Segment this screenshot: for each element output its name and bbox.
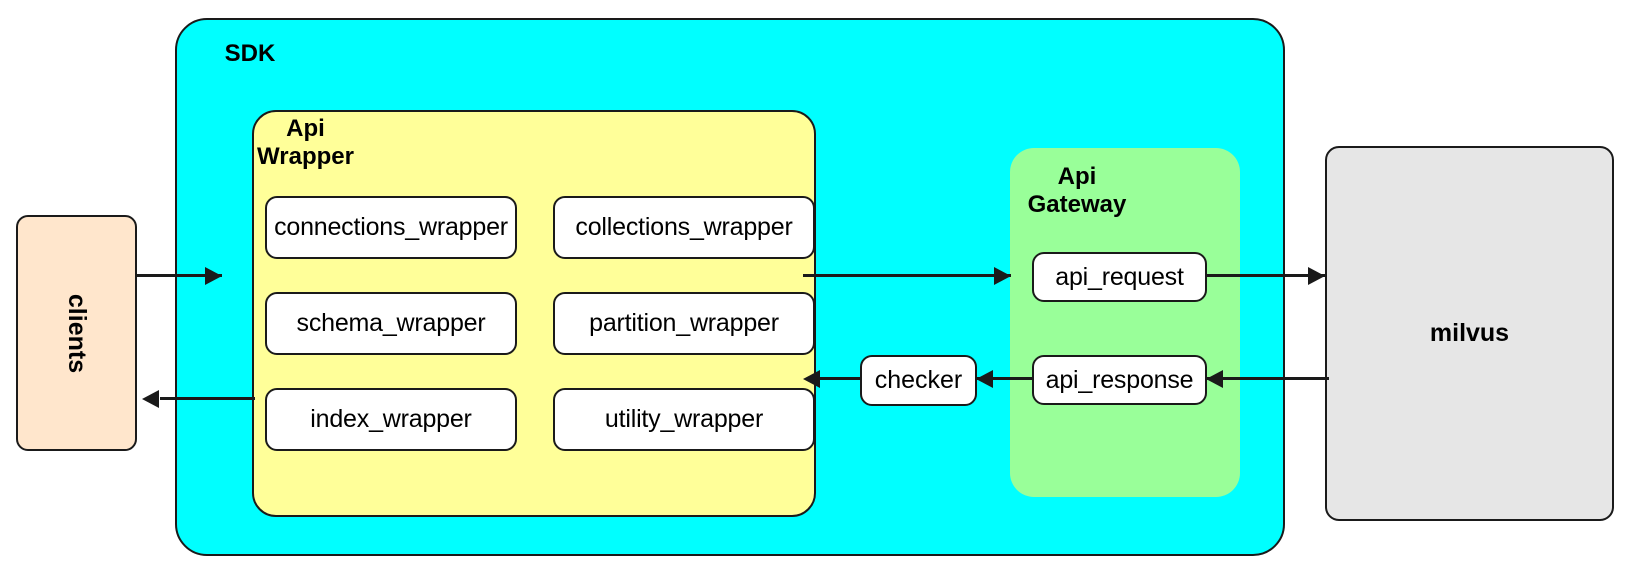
api-gateway-group	[1010, 148, 1240, 497]
module-label: index_wrapper	[310, 405, 472, 433]
module-schema-wrapper[interactable]: schema_wrapper	[265, 292, 517, 355]
arrow-checker-to-wrapper-line	[820, 377, 860, 380]
arrow-milvus-to-api-response-line	[1207, 377, 1329, 380]
module-label: connections_wrapper	[274, 213, 508, 241]
arrow-sdk-to-clients-line	[160, 397, 255, 400]
milvus-label: milvus	[1429, 319, 1510, 347]
arrow-gateway-to-milvus-head	[1308, 267, 1325, 285]
arrow-milvus-to-api-response-head	[1206, 370, 1223, 388]
module-label: api_response	[1045, 365, 1194, 394]
module-checker[interactable]: checker	[860, 355, 977, 406]
module-api-response[interactable]: api_response	[1032, 355, 1207, 405]
module-utility-wrapper[interactable]: utility_wrapper	[553, 388, 815, 451]
module-label: partition_wrapper	[589, 309, 779, 337]
module-partition-wrapper[interactable]: partition_wrapper	[553, 292, 815, 355]
api-gateway-title-label: Api Gateway	[1027, 163, 1127, 218]
module-label: checker	[874, 366, 963, 394]
module-label: utility_wrapper	[604, 405, 764, 433]
module-index-wrapper[interactable]: index_wrapper	[265, 388, 517, 451]
module-connections-wrapper[interactable]: connections_wrapper	[265, 196, 517, 259]
arrow-api-response-to-checker-line	[977, 377, 1032, 380]
arrow-clients-to-sdk-head	[205, 267, 222, 285]
arrow-checker-to-wrapper-head	[803, 370, 820, 388]
arrow-sdk-to-clients-head	[142, 390, 159, 408]
api-wrapper-title-label: Api Wrapper	[257, 115, 354, 170]
sdk-title-label: SDK	[224, 40, 276, 67]
milvus-node[interactable]: milvus	[1325, 146, 1614, 521]
module-collections-wrapper[interactable]: collections_wrapper	[553, 196, 815, 259]
clients-node[interactable]: clients	[16, 215, 137, 451]
clients-label: clients	[62, 293, 91, 373]
module-label: schema_wrapper	[296, 309, 486, 337]
arrow-clients-to-sdk-line	[137, 274, 222, 277]
module-label: api_request	[1055, 262, 1184, 291]
arrow-gateway-to-milvus-line	[1205, 274, 1327, 277]
arrow-wrapper-to-gateway-head	[994, 267, 1011, 285]
arrow-wrapper-to-gateway-line	[803, 274, 1011, 277]
module-label: collections_wrapper	[575, 213, 793, 241]
arrow-api-response-to-checker-head	[976, 370, 993, 388]
module-api-request[interactable]: api_request	[1032, 252, 1207, 302]
